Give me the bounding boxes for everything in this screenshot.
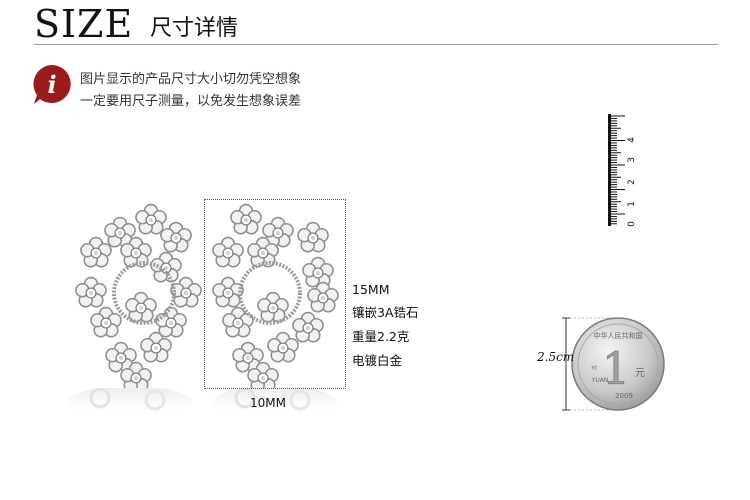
coin-top-text: 中华人民共和国 [594, 331, 643, 340]
coin-image: 中华人民共和国 1 元 YI YUAN 2009 [562, 317, 665, 411]
earring-left-image [75, 203, 202, 388]
spec-plating: 电镀白金 [352, 353, 403, 368]
earring-reflection [68, 388, 337, 418]
ruler-label-4: 4 [627, 137, 637, 143]
notice-line-2: 一定要用尺子测量，以免发生想象误差 [80, 94, 302, 109]
coin-pinyin-left: YI [590, 365, 597, 372]
spec-stone: 镶嵌3A锆石 [352, 305, 419, 320]
width-dimension-label: 10MM [250, 396, 286, 410]
ruler-label-0: 0 [627, 221, 637, 227]
ruler-label-1: 1 [627, 201, 637, 207]
coin-pinyin-bottom: YUAN [591, 377, 609, 384]
coin-diameter-label: 2.5cm [537, 350, 575, 364]
ruler-label-3: 3 [627, 157, 637, 163]
info-icon-letter: i [47, 70, 56, 99]
coin-denomination: 1 [602, 344, 630, 395]
page-header: SIZE 尺寸详情 [0, 0, 750, 50]
coin-year: 2009 [615, 392, 633, 400]
coin-unit: 元 [635, 368, 645, 379]
ruler-label-2: 2 [627, 179, 637, 185]
ruler-image: 4 3 2 1 0 [608, 114, 637, 227]
spec-weight: 重量2.2克 [352, 329, 410, 344]
size-title: SIZE [34, 2, 134, 46]
notice-line-1: 图片显示的产品尺寸大小切勿凭空想象 [80, 72, 302, 87]
earring-right-image [212, 203, 339, 388]
header-divider [34, 44, 718, 45]
info-icon: i [33, 65, 71, 104]
measurement-box [204, 199, 346, 389]
height-dimension-label: 15MM [352, 282, 390, 297]
size-subtitle: 尺寸详情 [150, 16, 239, 41]
